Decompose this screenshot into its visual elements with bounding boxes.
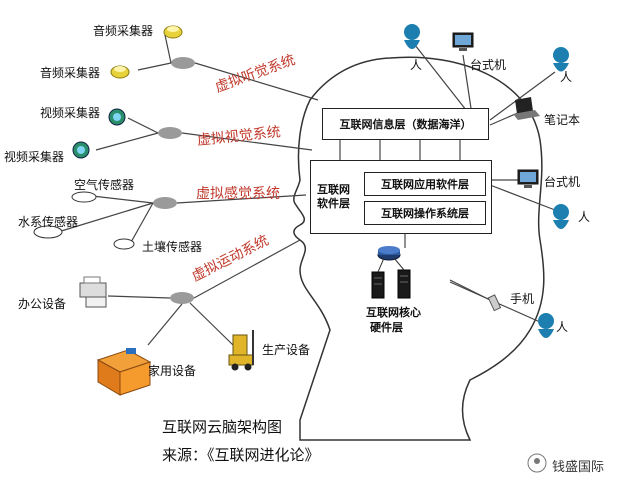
- label-soil-sensor: 土壤传感器: [142, 240, 203, 254]
- label-audio-collector-1: 音频采集器: [93, 24, 154, 38]
- caption-title: 互联网云脑架构图: [162, 418, 283, 436]
- hub-vision: [158, 127, 182, 139]
- software-layer-label: 互联网 软件层: [317, 183, 350, 211]
- label-household-equipment: 家用设备: [148, 364, 197, 378]
- label-office-equipment: 办公设备: [18, 297, 67, 311]
- printer-icon: [79, 276, 107, 308]
- label-person-4: 人: [556, 320, 569, 334]
- household-appliance-icon: [96, 348, 152, 396]
- label-person-1: 人: [410, 58, 423, 72]
- core-hardware-line2: 硬件层: [370, 321, 403, 334]
- video-icon-1: [108, 108, 126, 126]
- app-layer-box: 互联网应用软件层: [364, 172, 486, 196]
- software-layer-line1: 互联网: [317, 183, 350, 196]
- phone-icon: [487, 294, 502, 312]
- server-icon-2: [397, 269, 411, 299]
- video-icon-2: [72, 141, 90, 159]
- hub-sense: [153, 197, 177, 209]
- label-person-2: 人: [560, 70, 573, 84]
- core-hardware-line1: 互联网核心: [366, 306, 421, 319]
- air-sensor-ring: [71, 191, 97, 203]
- person-icon-3: [553, 204, 569, 229]
- person-icon-2: [553, 47, 569, 72]
- label-air-sensor: 空气传感器: [74, 178, 135, 192]
- desktop-icon-1: [452, 32, 474, 51]
- server-icon-1: [371, 271, 385, 299]
- label-desktop-2: 台式机: [544, 175, 581, 189]
- label-video-collector-2: 视频采集器: [4, 150, 65, 164]
- label-desktop-1: 台式机: [470, 58, 507, 72]
- person-icon-1: [404, 24, 420, 49]
- audio-icon-1: [163, 25, 183, 39]
- label-water-sensor: 水系传感器: [18, 215, 79, 229]
- label-person-3: 人: [578, 210, 591, 224]
- water-sensor-ring: [33, 225, 63, 239]
- soil-sensor-ring: [113, 238, 135, 250]
- label-phone: 手机: [510, 292, 535, 306]
- desktop-icon-2: [517, 169, 539, 188]
- router-icon: [377, 246, 401, 261]
- os-layer-box: 互联网操作系统层: [364, 201, 486, 225]
- audio-icon-2: [110, 65, 130, 79]
- caption-source: 来源：《互联网进化论》: [162, 446, 320, 464]
- watermark-logo-icon: [527, 453, 547, 473]
- label-audio-collector-2: 音频采集器: [40, 66, 101, 80]
- label-video-collector-1: 视频采集器: [40, 106, 101, 120]
- label-laptop: 笔记本: [544, 113, 581, 127]
- software-layer-line2: 软件层: [317, 197, 350, 210]
- info-layer-box: 互联网信息层（数据海洋）: [322, 108, 489, 140]
- watermark-text: 钱盛国际: [552, 460, 605, 475]
- laptop-icon: [513, 97, 540, 120]
- head-outline: [293, 56, 545, 441]
- forklift-icon: [228, 330, 254, 371]
- person-icon-4: [538, 313, 554, 338]
- label-production-equipment: 生产设备: [262, 343, 311, 357]
- label-virtual-sense: 虚拟感觉系统: [196, 186, 280, 202]
- hub-hearing: [171, 57, 195, 69]
- hub-motion: [170, 292, 194, 304]
